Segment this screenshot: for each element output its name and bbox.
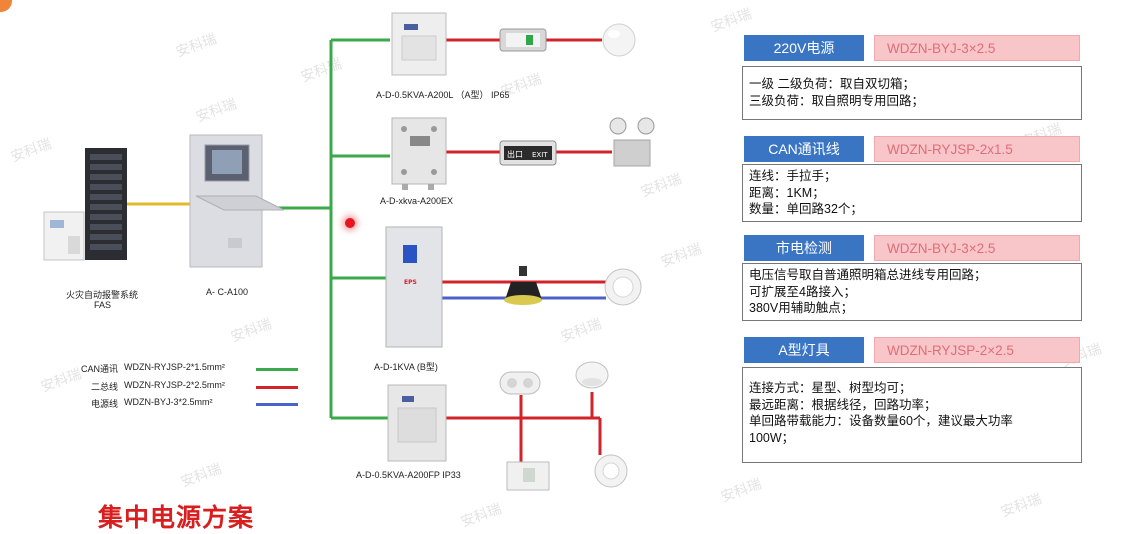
legend-row-bus: 二总线 WDZN-RYJSP-2*2.5mm²: [60, 380, 300, 394]
panel-title: A型灯具: [744, 337, 864, 363]
panel-header: 220V电源 WDZN-BYJ-3×2.5: [742, 35, 1082, 61]
panel-header: CAN通讯线 WDZN-RYJSP-2x1.5: [742, 136, 1082, 162]
panel-line: 一级 二级负荷：取自双切箱；: [749, 77, 915, 91]
panel-line: 100W；: [749, 430, 795, 445]
exit-sign-2: 出口 EXIT: [499, 140, 557, 166]
legend-spec: WDZN-RYJSP-2*1.5mm²: [124, 362, 225, 372]
panel-line: 380V用辅助触点；: [749, 301, 854, 315]
legend-swatch-blue: [256, 403, 298, 406]
panel-line: 单回路带载能力：设备数量60个，建议最大功率: [749, 414, 1013, 428]
cabinet-1: [391, 12, 447, 76]
wiring-diagram: 出口 EXIT EPS: [43, 12, 655, 491]
cabinet-4: [387, 384, 447, 462]
downlight-2: [594, 454, 628, 488]
panel-title: 220V电源: [744, 35, 864, 61]
panel-body: 连线：手拉手； 距离：1KM； 数量：单回路32个；: [742, 164, 1082, 222]
watermark: 安科瑞: [718, 475, 764, 505]
ceiling-light-small: [575, 361, 609, 389]
legend-spec: WDZN-RYJSP-2*2.5mm²: [124, 380, 225, 390]
cabinet-4-label: A-D-0.5KVA-A200FP IP33: [356, 470, 461, 480]
panel-header: 市电检测 WDZN-BYJ-3×2.5: [742, 235, 1082, 261]
legend-swatch-green: [256, 368, 298, 371]
panel-body: 连接方式：星型、树型均可； 最远距离：根据线径，回路功率； 单回路带载能力：设备…: [742, 367, 1082, 463]
panel-cable-spec: WDZN-BYJ-3×2.5: [874, 235, 1080, 261]
fas-label-line2: FAS: [94, 300, 112, 310]
legend-spec: WDZN-BYJ-3*2.5mm²: [124, 397, 213, 407]
panel-cable-spec: WDZN-RYJSP-2×2.5: [874, 337, 1080, 363]
panel-cable-spec: WDZN-BYJ-3×2.5: [874, 35, 1080, 61]
panel-title: CAN通讯线: [744, 136, 864, 162]
round-light: [602, 23, 636, 57]
host-label: A- C-A100: [206, 287, 249, 297]
svg-text:EPS: EPS: [404, 279, 417, 286]
fas-panel: [43, 211, 85, 261]
legend-row-can: CAN通讯 WDZN-RYJSP-2*1.5mm²: [60, 362, 300, 376]
panel-line: 连接方式：星型、树型均可；: [749, 381, 912, 395]
cabinet-2-label: A-D-xkva-A200EX: [380, 196, 454, 206]
laser-pointer-dot: [345, 218, 355, 228]
page-title: 集中电源方案: [98, 504, 255, 532]
cabinet-3: EPS: [385, 226, 443, 348]
downlight-1: [604, 268, 642, 306]
panel-line: 连线：手拉手；: [749, 169, 837, 183]
panel-body: 电压信号取自普通照明箱总进线专用回路； 可扩展至4路接入； 380V用辅助触点；: [742, 263, 1082, 321]
legend-swatch-red: [256, 386, 298, 389]
exit-sign-1: [499, 28, 547, 52]
host-console: [189, 134, 285, 268]
exit-sign-3: [506, 461, 550, 491]
svg-text:出口: 出口: [507, 149, 523, 159]
twin-spot-fixture: [499, 371, 541, 395]
high-bay-light: [504, 266, 542, 305]
panel-line: 数量：单回路32个；: [749, 202, 863, 216]
panel-line: 电压信号取自普通照明箱总进线专用回路；: [749, 268, 987, 282]
cabinet-3-label: A-D-1KVA (B型): [374, 362, 438, 372]
watermark: 安科瑞: [998, 490, 1044, 520]
legend-name: 二总线: [90, 382, 118, 392]
twin-head-light: [609, 117, 655, 167]
panel-line: 距离：1KM；: [749, 185, 825, 200]
fas-label-line1: 火灾自动报警系统: [66, 290, 139, 300]
legend-name: 电源线: [90, 399, 118, 409]
fas-rack: [85, 148, 127, 260]
panel-line: 可扩展至4路接入；: [749, 284, 856, 299]
panel-title: 市电检测: [744, 235, 864, 261]
panel-body: 一级 二级负荷：取自双切箱； 三级负荷：取自照明专用回路；: [742, 66, 1082, 120]
legend-row-power: 电源线 WDZN-BYJ-3*2.5mm²: [60, 397, 300, 411]
panel-line: 最远距离：根据线径，回路功率；: [749, 397, 937, 412]
panel-cable-spec: WDZN-RYJSP-2x1.5: [874, 136, 1080, 162]
panel-header: A型灯具 WDZN-RYJSP-2×2.5: [742, 337, 1082, 363]
panel-line: 三级负荷：取自照明专用回路；: [749, 93, 925, 108]
legend-name: CAN通讯: [80, 364, 118, 374]
cabinet-2: [391, 117, 447, 190]
svg-text:EXIT: EXIT: [532, 151, 548, 159]
cabinet-1-label: A-D-0.5KVA-A200L （A型） IP65: [376, 90, 510, 100]
